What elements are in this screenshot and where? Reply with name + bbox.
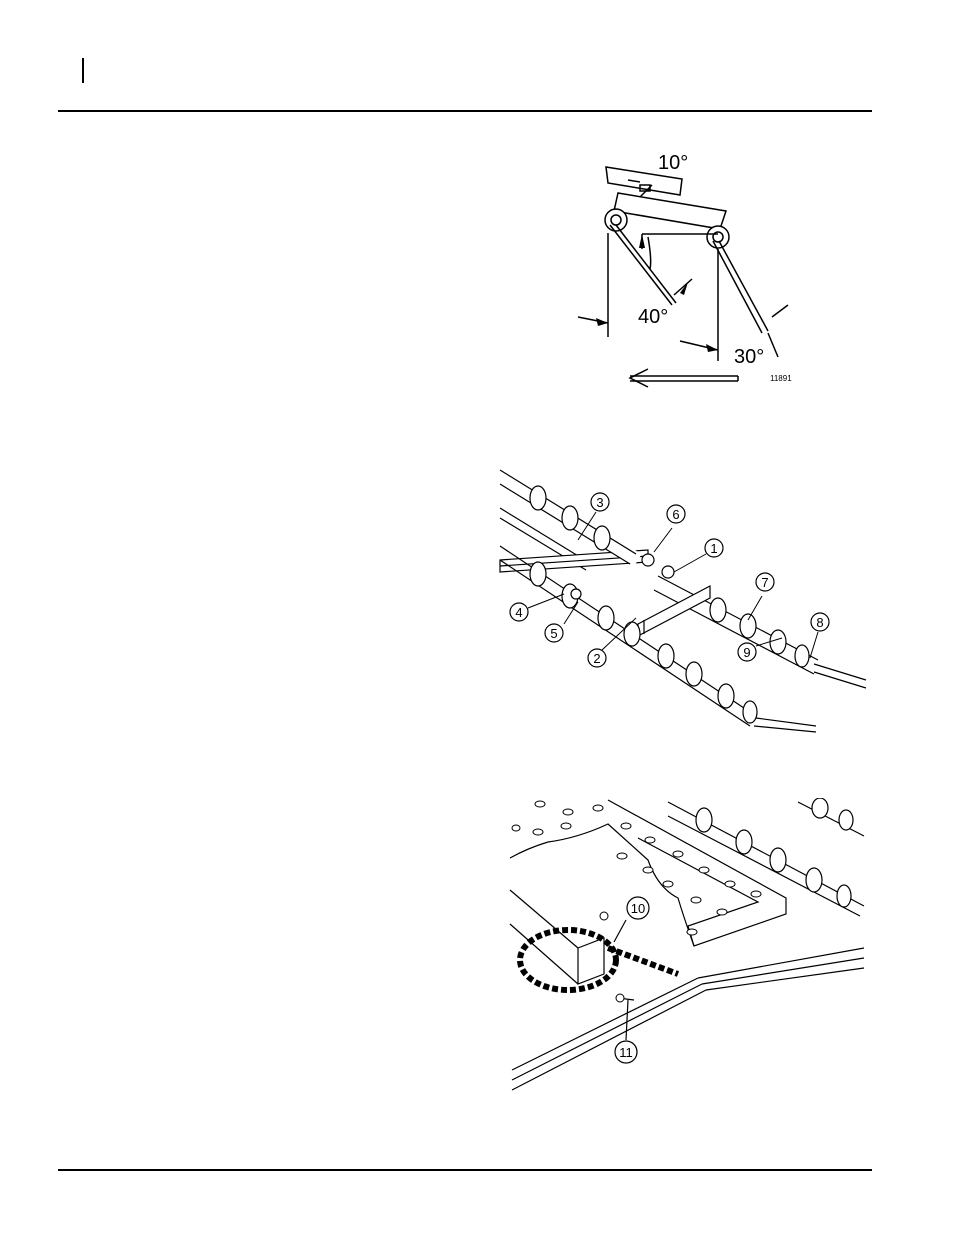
chain-plate-assembly-diagram: 10 11 (508, 798, 868, 1094)
callout-9: 9 (743, 645, 750, 660)
figure-id-label: 11891 (770, 374, 792, 383)
angle-30-label: 30° (734, 346, 764, 368)
callout-8: 8 (816, 615, 823, 630)
callout-3: 3 (596, 495, 603, 510)
angle-40-label: 40° (638, 306, 668, 328)
roller-clamp-assembly-diagram: 1 2 3 4 5 6 7 8 9 (498, 468, 868, 736)
callout-11: 11 (619, 1045, 633, 1060)
header-margin-bar (82, 58, 84, 83)
callout-1: 1 (710, 541, 717, 556)
angle-10-label: 10° (658, 152, 688, 174)
callout-5: 5 (550, 626, 557, 641)
tine-angle-diagram: 10° 40° 30° 11891 (570, 145, 805, 390)
callout-4: 4 (515, 605, 522, 620)
callout-7: 7 (761, 575, 768, 590)
callout-10: 10 (631, 901, 645, 916)
footer-rule (58, 1169, 872, 1171)
callout-2: 2 (593, 651, 600, 666)
header-rule (58, 110, 872, 112)
callout-6: 6 (672, 507, 679, 522)
